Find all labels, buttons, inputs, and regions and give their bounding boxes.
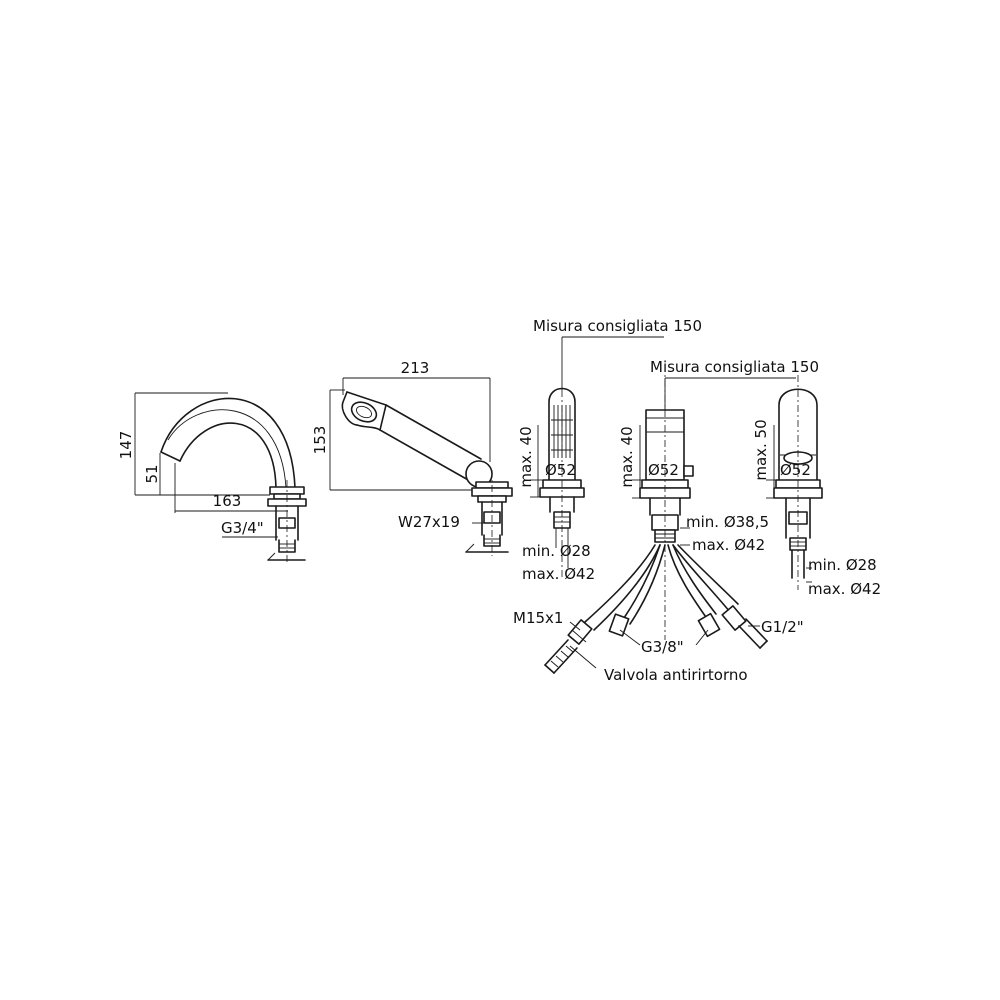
handle-drawing: [766, 375, 823, 590]
hand-shower-drawing: [329, 377, 513, 556]
mixer-drawing: [544, 365, 796, 674]
diverter-drawing: [530, 336, 664, 580]
spout-projection-label: 163: [213, 492, 242, 510]
handle-hole-min-label: min. Ø28: [808, 556, 877, 574]
diverter-diameter-label: Ø52: [545, 461, 576, 479]
diverter-hole-min-label: min. Ø28: [522, 542, 591, 560]
spout-thread-label: G3/4": [221, 519, 264, 537]
spout-outlet-height-label: 51: [143, 464, 161, 483]
spout-height-label: 147: [117, 431, 135, 460]
hose-thread-right-label: G1/2": [761, 618, 804, 636]
shower-height-label: 153: [311, 426, 329, 455]
shower-thread-label: W27x19: [398, 513, 460, 531]
handle-hole-max-label: max. Ø42: [808, 580, 881, 598]
check-valve-label: Valvola antirirtorno: [604, 666, 748, 684]
mixer-hole-max-label: max. Ø42: [692, 536, 765, 554]
diverter-max-deck-label: max. 40: [517, 426, 535, 487]
hose-thread-left-label: M15x1: [513, 609, 563, 627]
hose-thread-mid-label: G3/8": [641, 638, 684, 656]
mixer-spacing-label: Misura consigliata 150: [650, 358, 819, 376]
mixer-max-deck-label: max. 40: [618, 426, 636, 487]
mixer-hole-min-label: min. Ø38,5: [686, 513, 769, 531]
diverter-spacing-label: Misura consigliata 150: [533, 317, 702, 335]
handle-max-deck-label: max. 50: [752, 419, 770, 480]
handle-diameter-label: Ø52: [780, 461, 811, 479]
diverter-hole-max-label: max. Ø42: [522, 565, 595, 583]
dimension-labels: 147 51 163 G3/4" 213 153 W27x19 Misura c…: [117, 317, 881, 684]
mixer-diameter-label: Ø52: [648, 461, 679, 479]
spout-drawing: [134, 392, 307, 563]
shower-length-label: 213: [401, 359, 430, 377]
